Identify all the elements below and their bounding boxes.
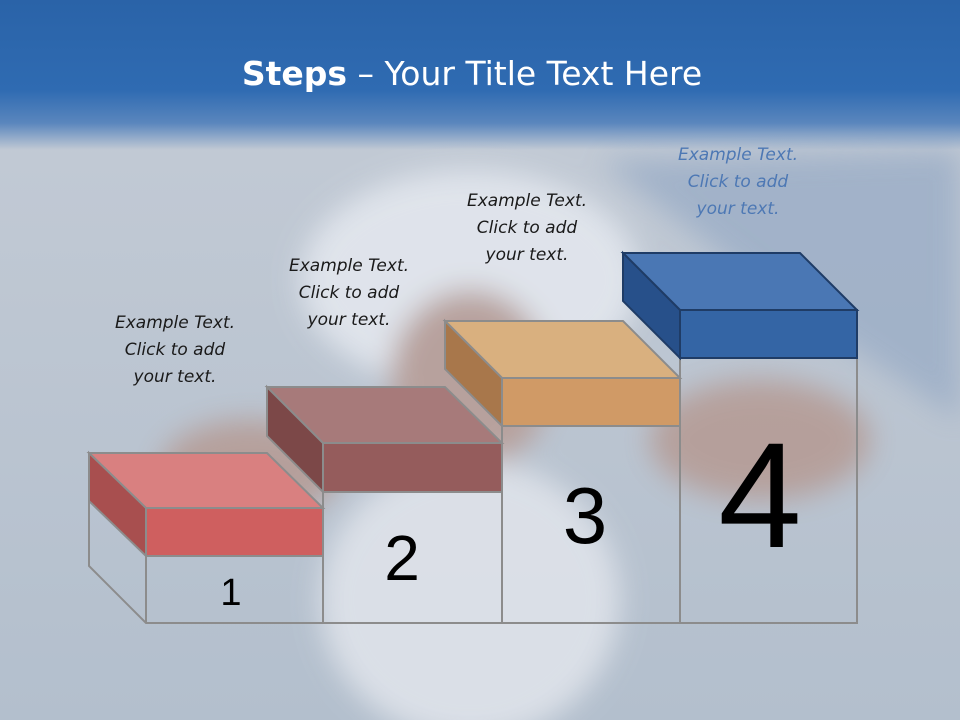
step-1-front: [145, 507, 324, 557]
step-3-front: [501, 377, 681, 427]
caption-line: Click to add: [476, 218, 578, 238]
caption-line: Click to add: [124, 340, 226, 360]
caption-line: your text.: [133, 367, 217, 387]
step-1-number: 1: [220, 572, 242, 614]
step-3-caption[interactable]: Example Text. Click to add your text.: [442, 188, 612, 269]
step-1-caption[interactable]: Example Text. Click to add your text.: [90, 310, 260, 391]
step-2-number: 2: [384, 522, 420, 594]
caption-line: Click to add: [298, 283, 400, 303]
slide-title[interactable]: Steps – Your Title Text Here: [0, 52, 944, 96]
step-4-number: 4: [718, 411, 802, 579]
step-4-front: [679, 309, 858, 359]
caption-line: Click to add: [687, 172, 789, 192]
step-1-block[interactable]: [86, 450, 326, 559]
title-rest: – Your Title Text Here: [347, 54, 703, 93]
caption-line: Example Text.: [677, 145, 799, 165]
caption-line: Example Text.: [114, 313, 236, 333]
step-2-caption[interactable]: Example Text. Click to add your text.: [264, 253, 434, 334]
title-band: [0, 0, 960, 150]
caption-line: your text.: [485, 245, 569, 265]
step-4-block[interactable]: [620, 250, 860, 361]
caption-line: your text.: [307, 310, 391, 330]
step-4-caption[interactable]: Example Text. Click to add your text.: [653, 142, 823, 223]
title-bold: Steps: [241, 54, 348, 93]
step-2-front: [322, 442, 503, 493]
step-2-block[interactable]: [264, 384, 505, 495]
caption-line: Example Text.: [466, 191, 588, 211]
step-3-block[interactable]: [442, 318, 683, 429]
caption-line: Example Text.: [288, 256, 410, 276]
step-3-number: 3: [562, 471, 608, 560]
caption-line: your text.: [696, 199, 780, 219]
